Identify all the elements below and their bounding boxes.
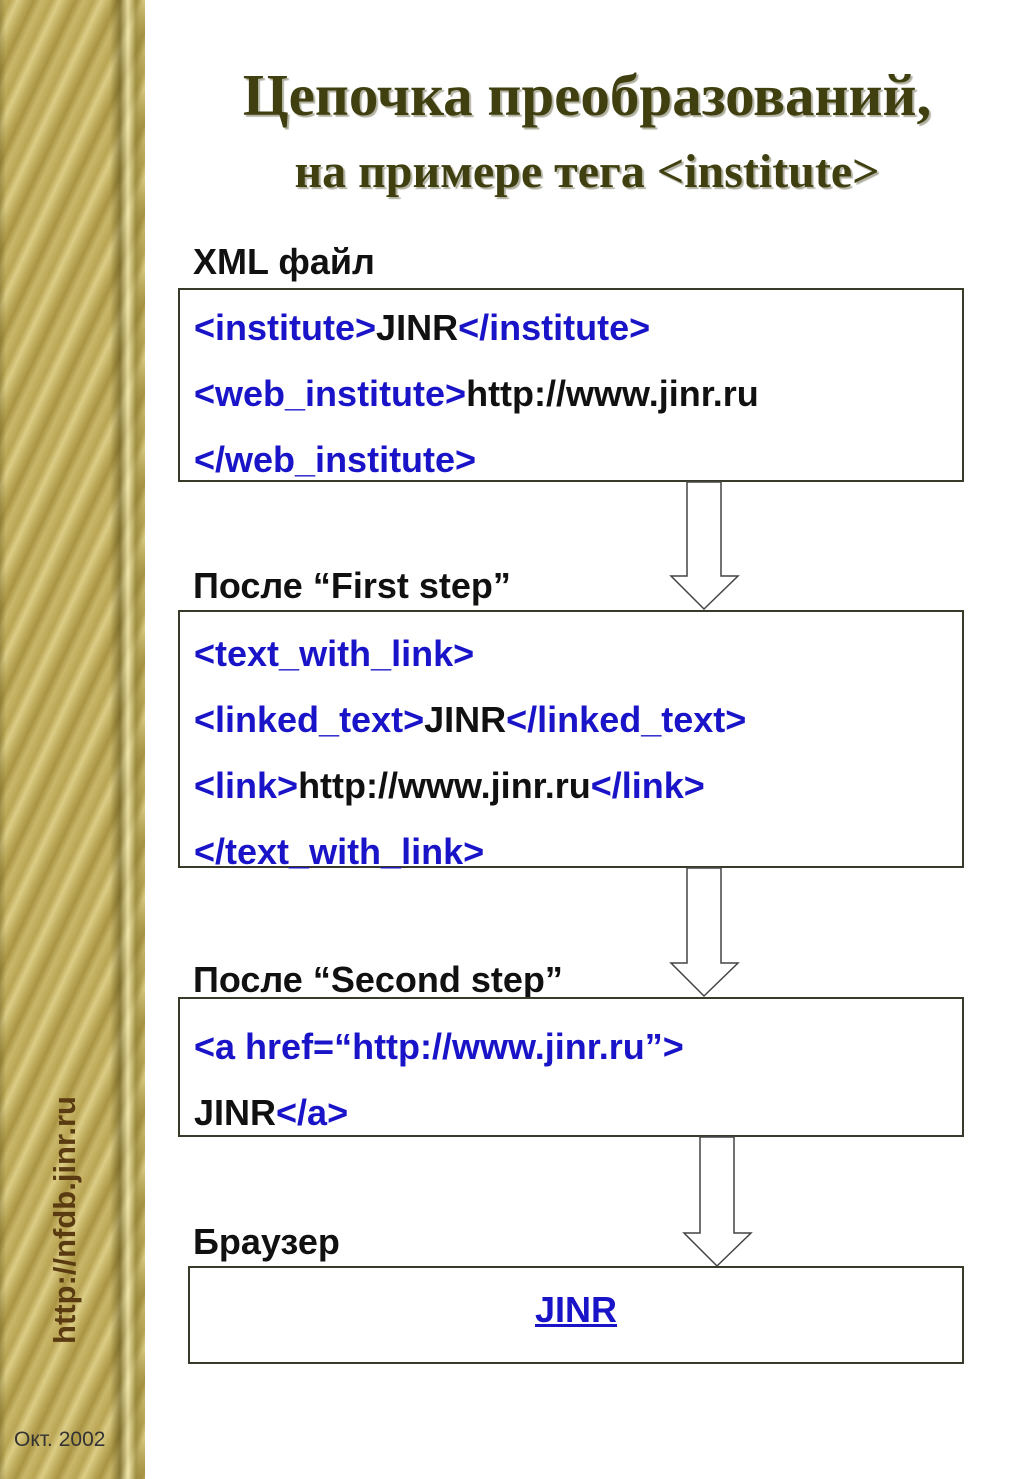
code-line: </text_with_link> [194, 834, 484, 870]
code-tag: <institute> [194, 307, 377, 348]
section-label-second-step: После “Second step” [193, 959, 563, 1000]
code-tag: <link> [194, 765, 299, 806]
slide-date: Окт. 2002 [14, 1428, 106, 1451]
code-tag: <a href=“http://www.jinr.ru”> [194, 1026, 684, 1067]
code-tag: <text_with_link> [194, 633, 475, 674]
code-tag: </link> [590, 765, 705, 806]
code-line: JINR</a> [194, 1095, 348, 1131]
code-tag: <web_institute> [194, 373, 467, 414]
code-line: <web_institute>http://www.jinr.ru [194, 376, 759, 412]
code-tag: </a> [276, 1092, 349, 1133]
code-text: http://www.jinr.ru [298, 765, 591, 806]
code-tag: </text_with_link> [194, 831, 485, 872]
jinr-link[interactable]: JINR [534, 1289, 618, 1330]
code-line: <text_with_link> [194, 636, 474, 672]
code-line: <institute>JINR</institute> [194, 310, 650, 346]
code-text: JINR [424, 699, 507, 740]
arrow-down-icon [669, 481, 740, 611]
code-line: <a href=“http://www.jinr.ru”> [194, 1029, 684, 1065]
slide-subtitle: на примере тега <institute> [294, 145, 880, 198]
box-browser: JINR [188, 1266, 964, 1364]
code-tag: </linked_text> [506, 699, 747, 740]
section-label-browser: Браузер [193, 1221, 340, 1262]
section-label-first-step: После “First step” [193, 565, 511, 606]
code-tag: </institute> [458, 307, 651, 348]
box-second-step: <a href=“http://www.jinr.ru”> JINR</a> [178, 997, 964, 1137]
code-line: <link>http://www.jinr.ru</link> [194, 768, 705, 804]
code-line: <linked_text>JINR</linked_text> [194, 702, 746, 738]
code-text: JINR [376, 307, 459, 348]
code-text: JINR [194, 1092, 277, 1133]
sidebar-url: http://nfdb.jinr.ru [47, 1096, 83, 1344]
decorative-sidebar: http://nfdb.jinr.ru Окт. 2002 [0, 0, 145, 1479]
box-xml-file: <institute>JINR</institute> <web_institu… [178, 288, 964, 482]
code-line: </web_institute> [194, 442, 476, 478]
slide-title: Цепочка преобразований, [242, 62, 932, 128]
code-tag: <linked_text> [194, 699, 425, 740]
box-first-step: <text_with_link> <linked_text>JINR</link… [178, 610, 964, 870]
sidebar-url-container: http://nfdb.jinr.ru [20, 1060, 110, 1380]
arrow-down-icon [682, 1136, 753, 1268]
arrow-down-icon [669, 867, 740, 998]
code-text: http://www.jinr.ru [466, 373, 759, 414]
code-tag: </web_institute> [194, 439, 477, 480]
section-label-xml: XML файл [193, 241, 375, 282]
